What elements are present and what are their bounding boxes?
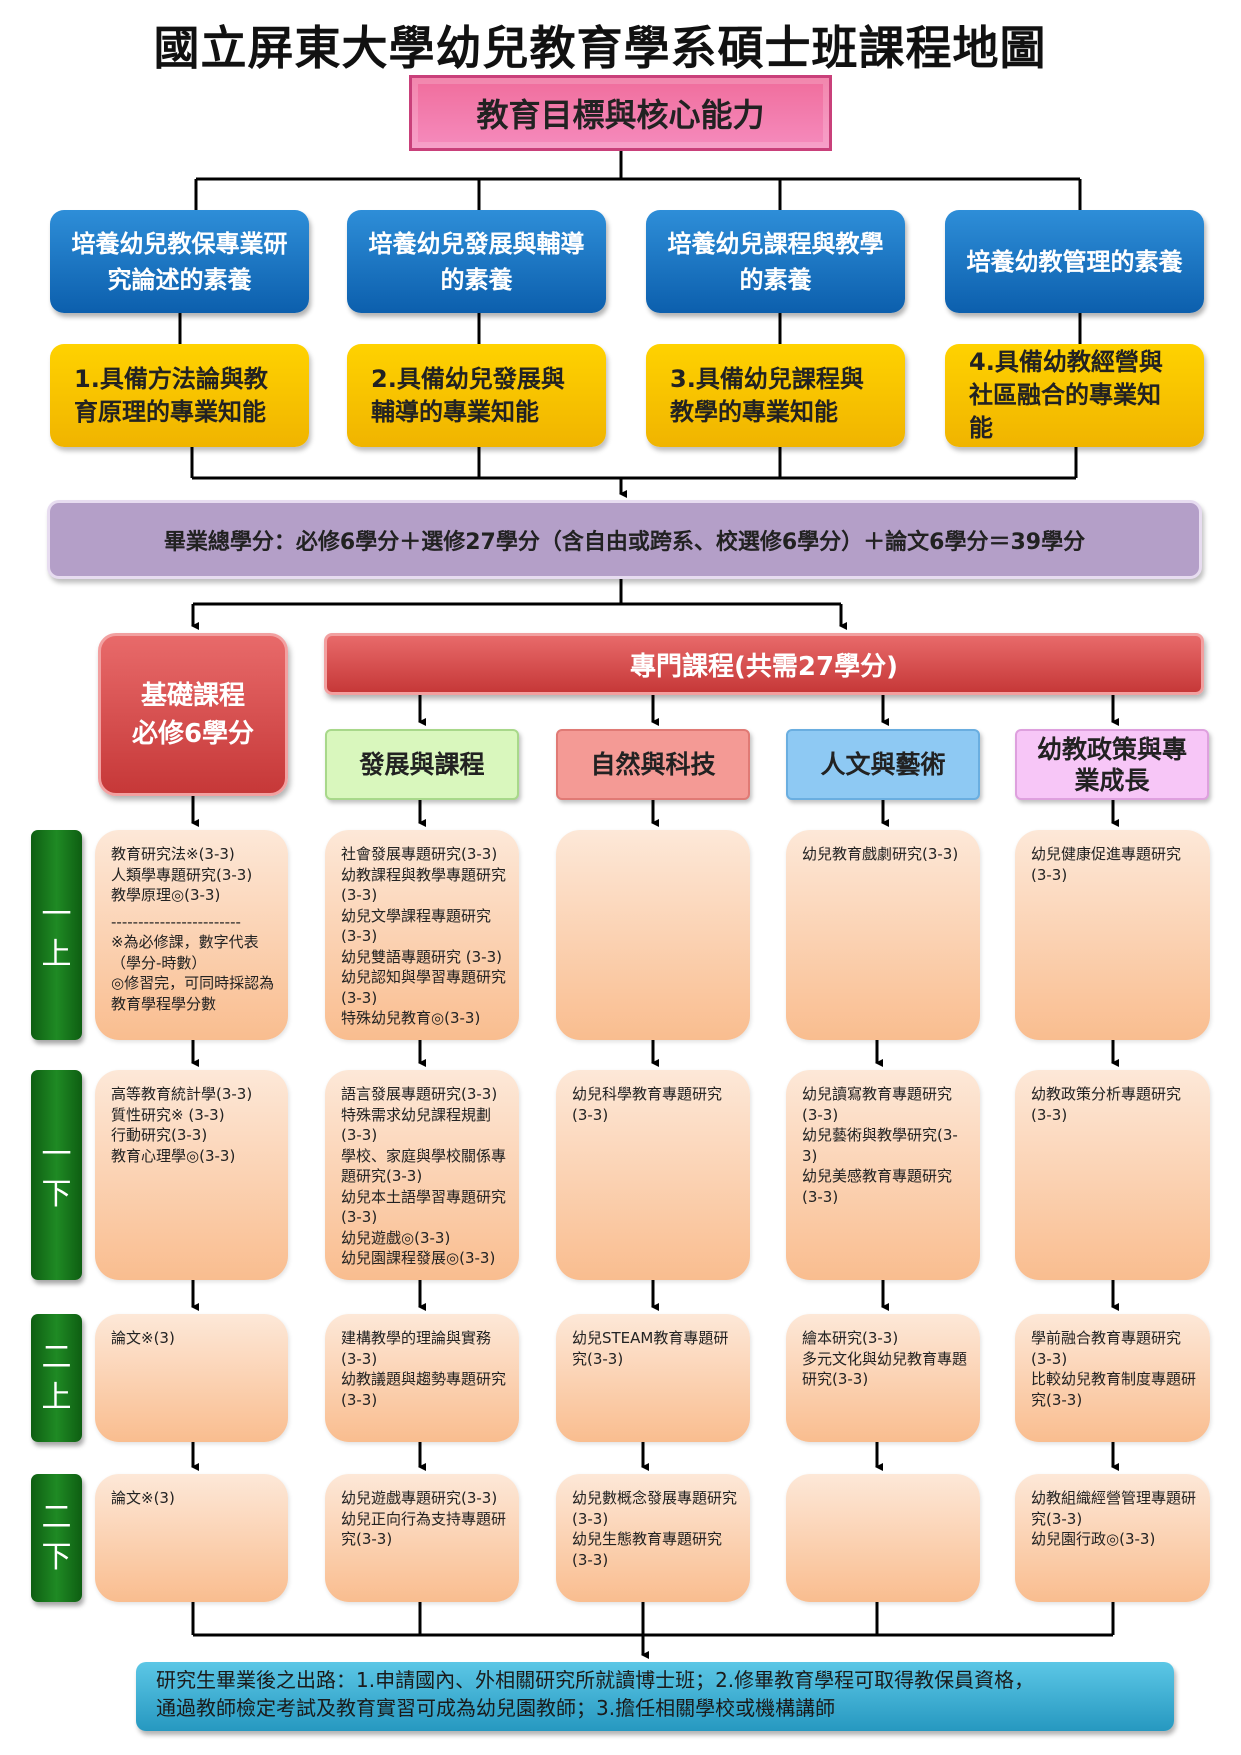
course-item: 幼教組織經營管理專題研究(3-3) <box>1031 1489 1197 1528</box>
course-item: 特殊幼兒教育◎(3-3) <box>341 1009 481 1027</box>
course-item: 高等教育統計學(3-3) <box>111 1085 253 1103</box>
course-item: 語言發展專題研究(3-3) <box>341 1085 498 1103</box>
semester-label: 二上 <box>31 1314 82 1442</box>
course-item: 幼教議題與趨勢專題研究(3-3) <box>341 1370 507 1409</box>
course-item: 幼兒生態教育專題研究(3-3) <box>572 1530 723 1569</box>
semester-label-char: 上 <box>41 1380 72 1415</box>
course-box: 幼兒讀寫教育專題研究(3-3)幼兒藝術與教學研究(3-3)幼兒美感教育專題研究(… <box>786 1070 980 1280</box>
page-title: 國立屏東大學幼兒教育學系碩士班課程地圖 <box>153 21 1047 75</box>
course-box: 語言發展專題研究(3-3) 特殊需求幼兒課程規劃(3-3)學校、家庭與學校關係專題… <box>325 1070 519 1280</box>
legend-note: ◎修習完，可同時採認為教育學程學分數 <box>111 974 275 1013</box>
course-item: 幼兒園行政◎(3-3) <box>1031 1530 1156 1548</box>
course-item: 幼兒文學課程專題研究(3-3) <box>341 906 492 946</box>
course-item: 學前融合教育專題研究(3-3) <box>1031 1329 1182 1368</box>
semester-label-char: 二 <box>41 1340 72 1375</box>
course-box: 幼兒教育戲劇研究(3-3) <box>786 830 980 1040</box>
course-box: 教育研究法※(3-3) 人類學專題研究(3-3) 教學原理◎(3-3) -------… <box>95 830 288 1040</box>
course-item: 幼兒藝術與教學研究(3-3) <box>802 1126 958 1165</box>
legend-separator: ------------------------ <box>111 912 241 931</box>
category-nature-technology: 自然與科技 <box>556 729 750 800</box>
course-box <box>786 1474 980 1602</box>
semester-label-char: 下 <box>41 1177 72 1212</box>
legend-note: ※為必修課，數字代表（學分-時數） <box>111 933 259 972</box>
course-item: 幼兒STEAM教育專題研究(3-3) <box>572 1329 729 1368</box>
literacy-box-2: 培養幼兒發展與輔導的素養 <box>347 210 606 313</box>
course-box: 繪本研究(3-3) 多元文化與幼兒教育專題研究(3-3) <box>786 1314 980 1442</box>
course-box: 幼兒數概念發展專題研究(3-3)幼兒生態教育專題研究(3-3) <box>556 1474 750 1602</box>
course-item: 幼兒讀寫教育專題研究(3-3) <box>802 1085 953 1124</box>
course-item: 幼兒園課程發展◎(3-3) <box>341 1249 496 1267</box>
course-item: 多元文化與幼兒教育專題研究(3-3) <box>802 1349 968 1389</box>
course-item: 繪本研究(3-3) <box>802 1329 899 1347</box>
course-box <box>556 830 750 1040</box>
category-development-curriculum: 發展與課程 <box>325 729 519 800</box>
course-item: 幼兒認知與學習專題研究(3-3) <box>341 968 507 1007</box>
semester-label-char: 一 <box>41 1137 72 1172</box>
semester-label-char: 上 <box>41 937 72 972</box>
course-item: 人類學專題研究(3-3) <box>111 865 253 884</box>
graduation-credits-box: 畢業總學分：必修6學分＋選修27學分（含自由或跨系、校選修6學分）＋論文6學分＝… <box>47 500 1202 579</box>
course-item: 幼兒雙語專題研究 (3-3) <box>341 947 502 966</box>
course-box: 幼教組織經營管理專題研究(3-3) 幼兒園行政◎(3-3) <box>1015 1474 1210 1602</box>
course-box: 學前融合教育專題研究(3-3)比較幼兒教育制度專題研究(3-3) <box>1015 1314 1210 1442</box>
course-item: 幼兒本土語學習專題研究(3-3) <box>341 1187 507 1227</box>
course-box: 幼兒健康促進專題研究(3-3) <box>1015 830 1210 1040</box>
course-item: 建構教學的理論與實務(3-3) <box>341 1329 492 1368</box>
basic-courses-box: 基礎課程 必修6學分 <box>98 633 288 796</box>
course-box: 社會發展專題研究(3-3) 幼教課程與教學專題研究(3-3)幼兒文學課程專題研究(… <box>325 830 519 1040</box>
category-policy-growth: 幼教政策與專業成長 <box>1015 729 1209 800</box>
literacy-box-3: 培養幼兒課程與教學的素養 <box>646 210 905 313</box>
semester-label-char: 一 <box>41 897 72 932</box>
course-item: 幼兒遊戲◎(3-3) <box>341 1228 451 1247</box>
course-item: 教學原理◎(3-3) <box>111 886 221 904</box>
course-box: 論文※(3) <box>95 1314 288 1442</box>
course-box: 幼兒遊戲專題研究(3-3) 幼兒正向行為支持專題研究(3-3) <box>325 1474 519 1602</box>
course-item: 比較幼兒教育制度專題研究(3-3) <box>1031 1370 1197 1409</box>
literacy-box-1: 培養幼兒教保專業研究論述的素養 <box>50 210 309 313</box>
course-item: 教育心理學◎(3-3) <box>111 1146 236 1165</box>
course-item: 幼兒數概念發展專題研究(3-3) <box>572 1489 738 1528</box>
course-item: 幼兒正向行為支持專題研究(3-3) <box>341 1509 507 1549</box>
category-humanities-arts: 人文與藝術 <box>786 729 980 800</box>
course-item: 論文※(3) <box>111 1489 175 1507</box>
education-goal-box: 教育目標與核心能力 <box>409 75 832 151</box>
course-item: 幼兒科學教育專題研究(3-3) <box>572 1085 723 1124</box>
course-item: 幼教課程與教學專題研究(3-3) <box>341 865 507 905</box>
course-box: 建構教學的理論與實務(3-3)幼教議題與趨勢專題研究(3-3) <box>325 1314 519 1442</box>
career-outcome-line-2: 通過教師檢定考試及教育實習可成為幼兒園教師；3.擔任相關學校或機構講師 <box>156 1696 836 1720</box>
course-item: 教育研究法※(3-3) <box>111 845 235 863</box>
course-box: 幼教政策分析專題研究(3-3) <box>1015 1070 1210 1280</box>
course-item: 幼兒健康促進專題研究(3-3) <box>1031 845 1182 884</box>
competency-box-4: 4.具備幼教經營與社區融合的專業知能 <box>945 344 1204 447</box>
specialized-courses-bar: 專門課程(共需27學分) <box>324 633 1204 695</box>
course-item: 論文※(3) <box>111 1329 175 1347</box>
literacy-box-4: 培養幼教管理的素養 <box>945 210 1204 313</box>
semester-label-char: 二 <box>41 1500 72 1535</box>
course-item: 特殊需求幼兒課程規劃(3-3) <box>341 1105 492 1145</box>
course-box: 幼兒科學教育專題研究(3-3) <box>556 1070 750 1280</box>
semester-label: 二下 <box>31 1474 82 1602</box>
course-item: 質性研究※ (3-3) <box>111 1105 225 1124</box>
semester-label: 一下 <box>31 1070 82 1280</box>
semester-label: 一上 <box>31 830 82 1040</box>
competency-box-3: 3.具備幼兒課程與教學的專業知能 <box>646 344 905 447</box>
basic-courses-credits: 必修6學分 <box>131 718 255 749</box>
course-box: 幼兒STEAM教育專題研究(3-3) <box>556 1314 750 1442</box>
course-item: 幼兒遊戲專題研究(3-3) <box>341 1489 498 1507</box>
basic-courses-title: 基礎課程 <box>140 680 245 711</box>
course-item: 行動研究(3-3) <box>111 1126 208 1144</box>
course-item: 幼兒教育戲劇研究(3-3) <box>802 845 959 863</box>
course-box: 論文※(3) <box>95 1474 288 1602</box>
competency-box-1: 1.具備方法論與教育原理的專業知能 <box>50 344 309 447</box>
course-item: 社會發展專題研究(3-3) <box>341 845 498 863</box>
course-box: 高等教育統計學(3-3) 質性研究※ (3-3) 行動研究(3-3) 教育心理學◎(3… <box>95 1070 288 1280</box>
career-outcome-box: 研究生畢業後之出路：1.申請國內、外相關研究所就讀博士班；2.修畢教育學程可取得… <box>136 1662 1174 1731</box>
course-item: 學校、家庭與學校關係專題研究(3-3) <box>341 1146 507 1186</box>
competency-box-2: 2.具備幼兒發展與輔導的專業知能 <box>347 344 606 447</box>
course-item: 幼兒美感教育專題研究(3-3) <box>802 1167 953 1206</box>
career-outcome-line-1: 研究生畢業後之出路：1.申請國內、外相關研究所就讀博士班；2.修畢教育學程可取得… <box>156 1668 1035 1692</box>
semester-label-char: 下 <box>41 1540 72 1575</box>
course-item: 幼教政策分析專題研究(3-3) <box>1031 1085 1182 1124</box>
